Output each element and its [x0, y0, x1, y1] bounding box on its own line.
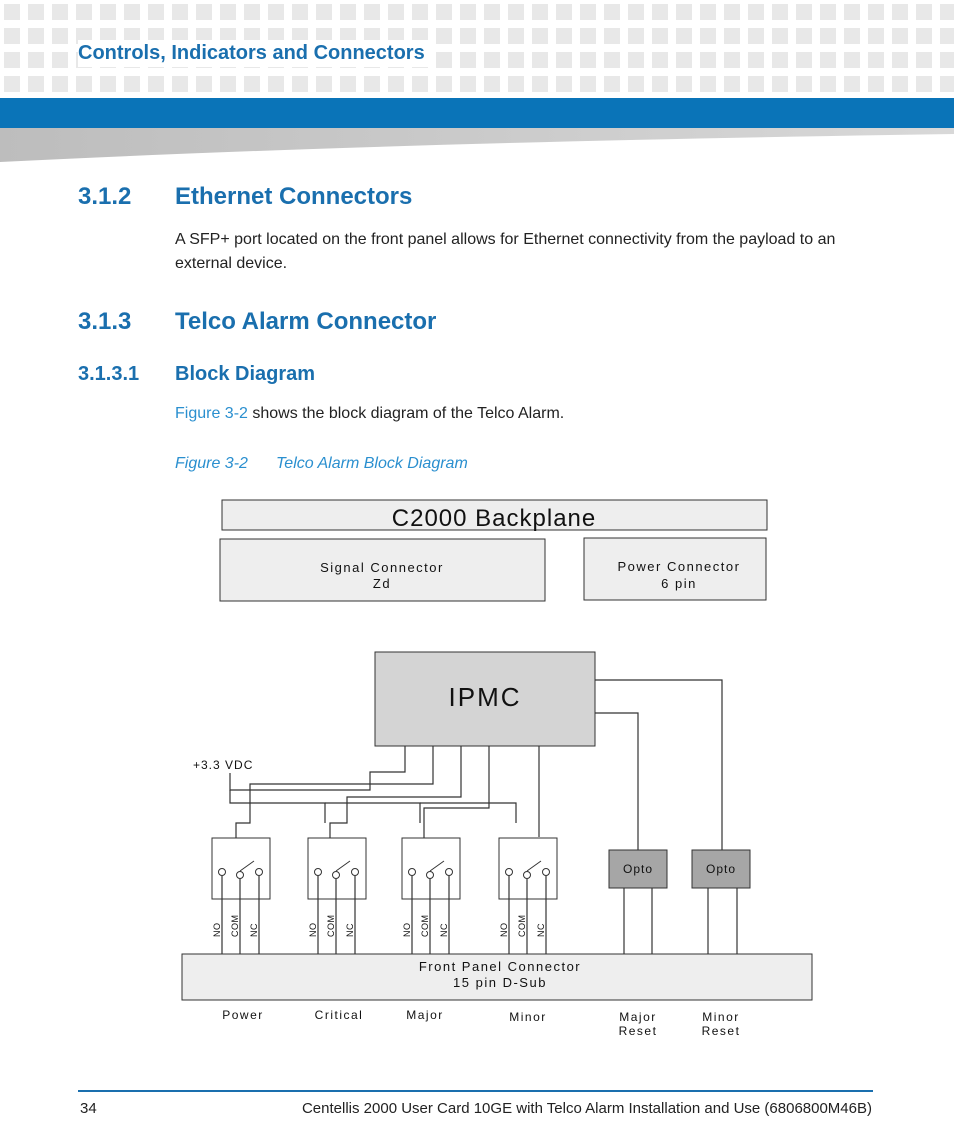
major-reset-line1: Major — [619, 1010, 657, 1024]
running-header: Controls, Indicators and Connectors — [78, 40, 431, 67]
output-label-power: Power — [222, 1008, 264, 1022]
pin-label-com: COM — [230, 915, 240, 938]
page-number: 34 — [80, 1100, 97, 1117]
pin-label-no: NO — [212, 923, 222, 938]
signal-connector-line1: Signal Connector — [320, 560, 444, 575]
front-panel-line1: Front Panel Connector — [419, 959, 581, 974]
figure-link[interactable]: Figure 3-2 — [175, 405, 248, 422]
signal-connector-box — [219, 538, 546, 602]
opto-label-major: Opto — [623, 862, 653, 876]
section-heading-3-1-2: 3.1.2 — [78, 183, 131, 211]
ipmc-label: IPMC — [449, 682, 522, 712]
vdc-label: +3.3 VDC — [193, 758, 253, 772]
backplane-box — [221, 499, 768, 531]
minor-reset-line2: Reset — [702, 1024, 741, 1038]
figure-title: Telco Alarm Block Diagram — [276, 455, 468, 472]
figure-caption: Figure 3-2 Telco Alarm Block Diagram — [175, 455, 468, 473]
figure-label: Figure 3-2 — [175, 455, 248, 472]
signal-connector-line2: Zd — [373, 576, 391, 591]
pin-label-nc: NC — [249, 923, 259, 937]
major-reset-line2: Reset — [619, 1024, 658, 1038]
pin-label-nc: NC — [345, 923, 355, 937]
telco-alarm-block-diagram: C2000 Backplane Signal Connector Zd Powe… — [181, 499, 813, 1038]
output-label-critical: Critical — [315, 1008, 364, 1022]
section-number: 3.1.2 — [78, 183, 132, 210]
pin-label-com: COM — [420, 915, 430, 938]
output-label-minor: Minor — [509, 1010, 547, 1024]
pin-label-no: NO — [499, 923, 509, 938]
header-swoosh — [0, 128, 954, 162]
section-title-telco: Telco Alarm Connector — [175, 308, 437, 335]
power-connector-line2: 6 pin — [661, 576, 697, 591]
power-connector-line1: Power Connector — [618, 559, 741, 574]
section-title-ethernet: Ethernet Connectors — [175, 183, 413, 210]
opto-box-minor — [691, 849, 751, 889]
power-connector-box — [583, 537, 767, 601]
section-title-block-diagram: Block Diagram — [175, 363, 316, 385]
block-diagram-paragraph: Figure 3-2 shows the block diagram of th… — [175, 402, 875, 426]
pin-label-no: NO — [308, 923, 318, 938]
backplane-label: C2000 Backplane — [392, 505, 596, 532]
footer-document-title: Centellis 2000 User Card 10GE with Telco… — [301, 1100, 872, 1117]
pin-label-nc: NC — [536, 923, 546, 937]
opto-label-minor: Opto — [706, 862, 736, 876]
pin-label-com: COM — [517, 915, 527, 938]
ipmc-box — [374, 651, 596, 747]
section-number-3-1-3-1: 3.1.3.1 — [78, 363, 140, 385]
pin-label-nc: NC — [439, 923, 449, 937]
front-panel-line2: 15 pin D-Sub — [453, 975, 547, 990]
opto-box-major — [608, 849, 668, 889]
front-panel-box — [181, 953, 813, 1001]
relay-group — [211, 837, 558, 900]
footer-rule — [78, 1090, 873, 1092]
pin-label-com: COM — [326, 915, 336, 938]
header-blue-bar — [0, 98, 954, 128]
section-number-3-1-3: 3.1.3 — [78, 308, 132, 335]
figure-ref-text: shows the block diagram of the Telco Ala… — [247, 405, 565, 422]
ethernet-paragraph: A SFP+ port located on the front panel a… — [175, 231, 836, 272]
minor-reset-line1: Minor — [702, 1010, 740, 1024]
pin-label-no: NO — [402, 923, 412, 938]
output-label-major: Major — [406, 1008, 444, 1022]
